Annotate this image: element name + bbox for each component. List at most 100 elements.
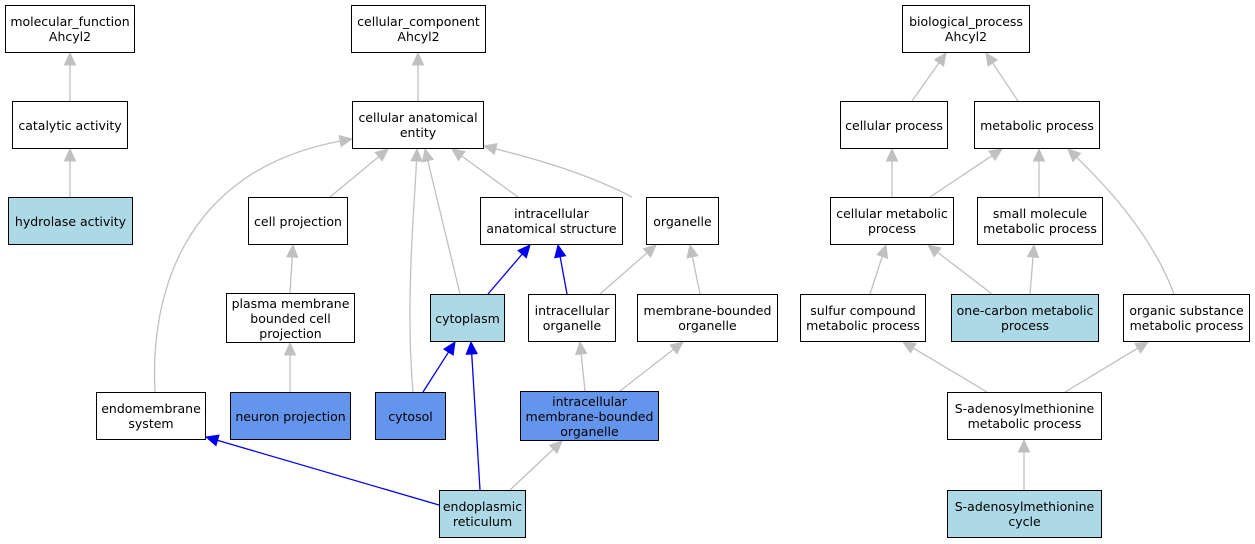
node-endomembrane-system[interactable]: endomembrane system xyxy=(96,392,206,440)
edge-line xyxy=(422,350,451,393)
edge-arrowhead xyxy=(338,135,354,148)
edge-line xyxy=(929,154,995,198)
node-label-line: molecular_function xyxy=(10,14,130,29)
node-intracellular-anatomical-structure[interactable]: intracellular anatomical structure xyxy=(480,197,623,245)
edge-line xyxy=(470,351,481,491)
node-cell-projection[interactable]: cell projection xyxy=(248,197,348,245)
edge-line xyxy=(459,154,519,198)
node-label-line: organic substance xyxy=(1129,303,1244,318)
node-label-line: cell projection xyxy=(254,213,342,229)
node-intracellular-organelle[interactable]: intracellular organelle xyxy=(528,294,616,342)
node-s-adenosylmethionine-cycle[interactable]: S-adenosylmethionine cycle xyxy=(947,490,1102,538)
node-label-line: intracellular xyxy=(514,206,589,221)
node-label-line: cycle xyxy=(1008,514,1041,529)
node-label-line: endomembrane xyxy=(101,401,201,416)
node-label-line: intracellular xyxy=(552,393,627,409)
edge-line xyxy=(289,254,294,294)
node-organic-substance-metabolic-process[interactable]: organic substance metabolic process xyxy=(1123,294,1250,342)
edge-line xyxy=(426,158,461,295)
node-label-line: S-adenosylmethionine xyxy=(954,499,1095,514)
edge-arrowhead xyxy=(410,147,423,162)
edge-arrowhead xyxy=(686,243,699,259)
edge-line xyxy=(329,154,381,198)
node-label-line: membrane-bounded xyxy=(643,303,772,318)
edge-arrowhead xyxy=(285,243,299,258)
edge-line xyxy=(691,254,701,295)
node-label-line: cellular process xyxy=(845,117,943,133)
edge-arrowhead xyxy=(901,341,917,354)
edge-arrowhead xyxy=(1032,147,1046,162)
edge-line xyxy=(869,254,884,295)
node-neuron-projection[interactable]: neuron projection xyxy=(230,392,351,440)
node-cellular-metabolic-process[interactable]: cellular metabolic process xyxy=(830,197,954,245)
edge-line xyxy=(911,346,988,393)
edge-line xyxy=(1074,155,1175,295)
node-molecular-function[interactable]: molecular_function Ahcyl2 xyxy=(5,5,135,53)
node-label-line: projection xyxy=(259,325,322,341)
node-s-adenosylmethionine-metabolic-process[interactable]: S-adenosylmethionine metabolic process xyxy=(947,392,1102,440)
node-label-line: metabolic process xyxy=(806,318,920,333)
edge-line xyxy=(559,254,568,295)
node-label-line: metabolic process xyxy=(1129,318,1244,333)
edge-arrowhead xyxy=(548,440,563,455)
edge-arrowhead xyxy=(204,434,220,447)
node-cytoplasm[interactable]: cytoplasm xyxy=(430,294,505,342)
edge-arrowhead xyxy=(885,147,899,162)
edge-line xyxy=(509,447,556,491)
node-label-line: endoplasmic xyxy=(442,499,523,514)
node-label-line: organelle xyxy=(653,213,712,229)
edge-arrowhead xyxy=(517,244,531,259)
node-label-line: S-adenosylmethionine xyxy=(954,401,1095,416)
node-hydrolase-activity[interactable]: hydrolase activity xyxy=(8,197,133,245)
edge-arrowhead xyxy=(442,340,456,356)
edge-arrowhead xyxy=(876,243,889,259)
node-cellular-process[interactable]: cellular process xyxy=(840,101,948,149)
node-one-carbon-metabolic-process[interactable]: one-carbon metabolic process xyxy=(951,294,1099,342)
edge-arrowhead xyxy=(988,148,1003,162)
edge-arrowhead xyxy=(933,52,947,67)
node-cellular-component[interactable]: cellular_component Ahcyl2 xyxy=(351,5,486,53)
node-label-line: anatomical structure xyxy=(486,221,617,236)
node-label-line: process xyxy=(867,221,917,236)
node-label-line: membrane-bounded xyxy=(525,408,654,424)
node-small-molecule-metabolic-process[interactable]: small molecule metabolic process xyxy=(977,197,1103,245)
node-label-line: Ahcyl2 xyxy=(944,29,988,44)
node-label-line: Ahcyl2 xyxy=(48,29,92,44)
edge-arrowhead xyxy=(421,147,435,163)
node-label-line: metabolic process xyxy=(967,416,1082,431)
node-label-line: organelle xyxy=(560,423,619,439)
node-label-line: process xyxy=(1000,318,1050,333)
edge-arrowhead xyxy=(283,341,297,356)
edge-line xyxy=(911,60,941,102)
node-plasma-membrane-bounded-cell-projection[interactable]: plasma membrane bounded cell projection xyxy=(226,293,355,343)
edge-arrowhead xyxy=(63,147,77,162)
node-metabolic-process[interactable]: metabolic process xyxy=(974,101,1100,149)
node-label-line: sulfur compound xyxy=(810,303,916,318)
edge-line xyxy=(991,60,1019,102)
node-cellular-anatomical-entity[interactable]: cellular anatomical entity xyxy=(352,101,484,149)
edge-line xyxy=(493,147,633,198)
edge-arrowhead xyxy=(374,148,389,162)
node-membrane-bounded-organelle[interactable]: membrane-bounded organelle xyxy=(637,294,778,342)
node-catalytic-activity[interactable]: catalytic activity xyxy=(12,101,128,149)
node-label-line: reticulum xyxy=(452,514,513,529)
node-label-line: organelle xyxy=(678,318,737,333)
node-organelle[interactable]: organelle xyxy=(646,197,719,245)
node-label-line: small molecule xyxy=(992,206,1088,221)
edge-arrowhead xyxy=(482,142,498,156)
node-label-line: neuron projection xyxy=(235,408,346,424)
edge-line xyxy=(409,158,418,393)
node-label-line: cellular metabolic xyxy=(836,206,948,221)
node-intracellular-membrane-bounded-organelle[interactable]: intracellular membrane-bounded organelle xyxy=(520,391,659,441)
node-biological-process[interactable]: biological_process Ahcyl2 xyxy=(902,5,1030,53)
node-label-line: biological_process xyxy=(909,14,1023,29)
edge-line xyxy=(599,251,649,295)
node-endoplasmic-reticulum[interactable]: endoplasmic reticulum xyxy=(439,490,526,538)
node-sulfur-compound-metabolic-process[interactable]: sulfur compound metabolic process xyxy=(800,294,926,342)
node-label-line: bounded cell xyxy=(250,310,331,326)
node-label-line: entity xyxy=(399,125,437,140)
node-label-line: catalytic activity xyxy=(18,117,122,133)
node-cytosol[interactable]: cytosol xyxy=(375,392,446,440)
edge-line xyxy=(487,252,524,295)
